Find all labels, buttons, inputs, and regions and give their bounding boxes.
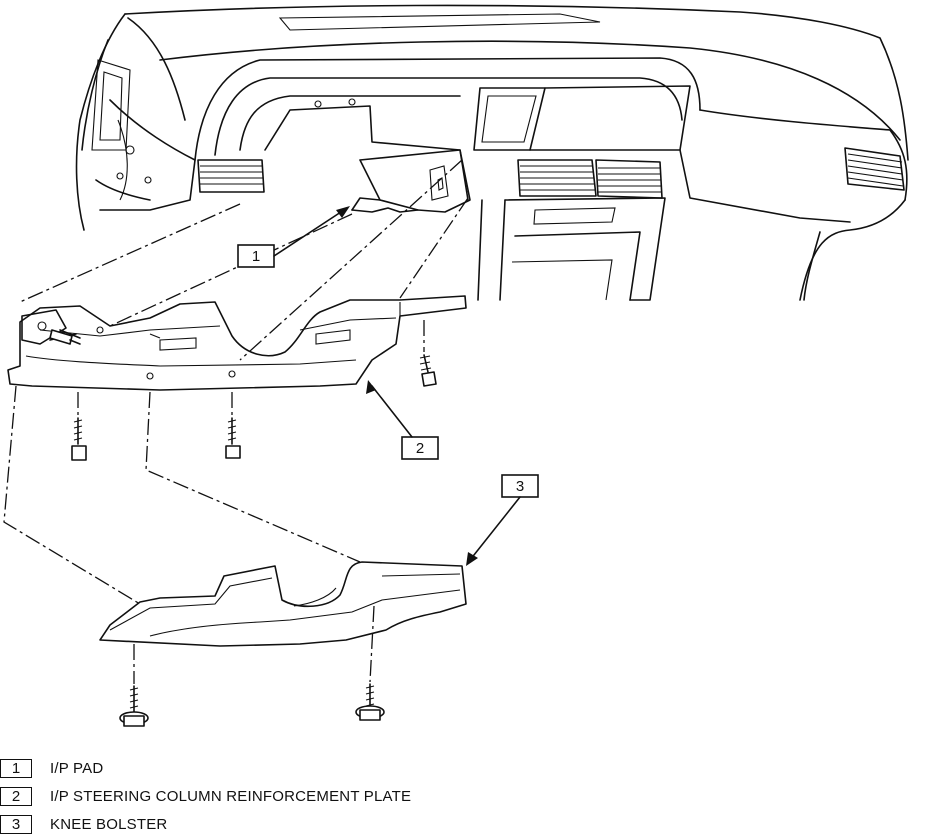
screw-bracket-left <box>49 329 81 345</box>
legend-label: KNEE BOLSTER <box>50 815 168 833</box>
screw-bolster-right <box>355 683 385 721</box>
callout-3: 3 <box>466 474 539 566</box>
screw-bolster-left <box>119 685 149 727</box>
svg-text:1: 1 <box>252 248 260 265</box>
legend-label: I/P STEERING COLUMN REINFORCEMENT PLATE <box>50 787 412 805</box>
legend-number-box: 3 <box>0 814 32 834</box>
legend-item: 2 I/P STEERING COLUMN REINFORCEMENT PLAT… <box>0 784 411 808</box>
legend-number-box: 1 <box>0 758 32 778</box>
legend-item: 1 I/P PAD <box>0 756 103 780</box>
legend-number-box: 2 <box>0 786 32 806</box>
callout-2: 2 <box>366 380 439 460</box>
legend-label: I/P PAD <box>50 759 104 777</box>
instrument-panel-pad <box>75 4 909 301</box>
legend-item: 3 KNEE BOLSTER <box>0 812 167 836</box>
svg-text:2: 2 <box>416 440 424 457</box>
knee-bolster <box>99 561 467 647</box>
screw-plate-left <box>71 417 87 461</box>
screw-plate-upper-right <box>419 354 437 387</box>
callout-1: 1 <box>237 206 350 268</box>
screw-plate-center <box>225 417 241 459</box>
svg-text:3: 3 <box>516 478 524 495</box>
alignment-lines <box>3 159 469 684</box>
